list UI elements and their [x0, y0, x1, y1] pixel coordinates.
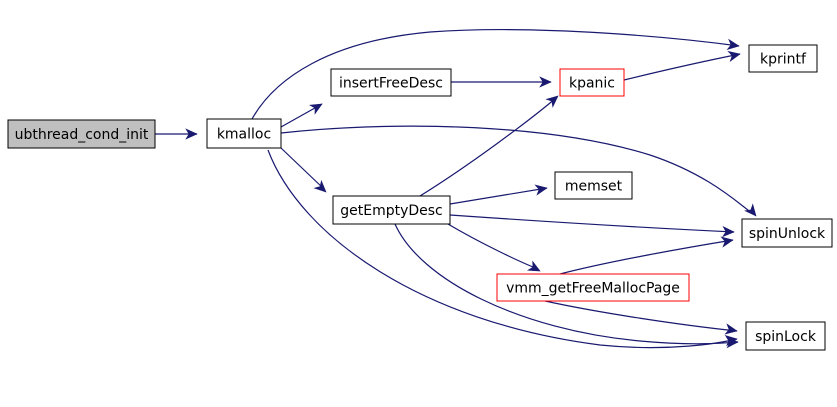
node-box-spinUnlock[interactable] — [741, 218, 833, 248]
arrowhead-icon — [308, 103, 323, 115]
edges-layer — [155, 29, 753, 349]
arrowheads-layer — [185, 38, 757, 349]
edge-kmalloc-to-spinLock — [267, 149, 738, 349]
node-box-kpanic[interactable] — [559, 68, 625, 97]
edge-getEmptyDesc-to-spinUnlock — [449, 214, 735, 233]
arrowhead-icon — [727, 50, 741, 62]
node-spinLock[interactable]: spinLock — [745, 321, 826, 351]
arrowhead-icon — [720, 236, 734, 248]
edge-getEmptyDesc-to-kpanic — [419, 97, 557, 197]
node-kpanic[interactable]: kpanic — [559, 68, 625, 97]
node-label-ubthread_cond_init: ubthread_cond_init — [15, 127, 149, 143]
node-kmalloc[interactable]: kmalloc — [206, 118, 282, 149]
arrowhead-icon — [722, 225, 735, 238]
node-getEmptyDesc[interactable]: getEmptyDesc — [332, 195, 451, 225]
nodes-layer: ubthread_cond_init kmalloc insertFreeDesc g… — [7, 44, 833, 351]
edge-getEmptyDesc-to-vmm_getFreeMallocPage — [447, 223, 539, 270]
node-box-kmalloc[interactable] — [206, 118, 282, 149]
node-vmm_getFreeMallocPage[interactable]: vmm_getFreeMallocPage — [496, 273, 690, 302]
edge-kpanic-to-kprintf — [623, 53, 741, 81]
arrowhead-icon — [185, 128, 198, 140]
node-label-insertFreeDesc: insertFreeDesc — [339, 76, 443, 92]
node-label-spinUnlock: spinUnlock — [749, 226, 826, 242]
arrowhead-icon — [725, 336, 739, 349]
node-label-getEmptyDesc: getEmptyDesc — [340, 203, 443, 219]
edge-kmalloc-to-spinUnlock — [280, 125, 753, 214]
arrowhead-icon — [539, 76, 552, 88]
node-box-insertFreeDesc[interactable] — [330, 68, 452, 97]
arrowhead-icon — [526, 260, 541, 272]
node-label-kpanic: kpanic — [569, 76, 615, 92]
node-insertFreeDesc[interactable]: insertFreeDesc — [330, 68, 452, 97]
node-spinUnlock[interactable]: spinUnlock — [741, 218, 833, 248]
edge-getEmptyDesc-to-spinLock — [394, 223, 739, 345]
edge-vmm_getFreeMallocPage-to-spinLock — [544, 300, 738, 332]
arrowhead-icon — [545, 95, 559, 108]
node-memset[interactable]: memset — [554, 171, 633, 200]
edge-vmm_getFreeMallocPage-to-spinUnlock — [559, 239, 734, 275]
arrowhead-icon — [724, 323, 738, 335]
edge-getEmptyDesc-to-memset — [449, 187, 548, 205]
arrowhead-icon — [744, 203, 757, 217]
node-label-memset: memset — [565, 179, 623, 195]
arrowhead-icon — [534, 184, 548, 196]
node-label-spinLock: spinLock — [755, 329, 817, 345]
node-label-kprintf: kprintf — [760, 52, 807, 68]
node-box-memset[interactable] — [554, 171, 633, 200]
node-box-kprintf[interactable] — [748, 44, 818, 73]
node-label-vmm_getFreeMallocPage: vmm_getFreeMallocPage — [506, 281, 680, 297]
edge-kmalloc-to-getEmptyDesc — [280, 147, 325, 190]
node-label-kmalloc: kmalloc — [217, 127, 271, 143]
node-box-getEmptyDesc[interactable] — [332, 195, 451, 225]
node-ubthread_cond_init[interactable]: ubthread_cond_init — [7, 119, 156, 149]
arrowhead-icon — [726, 38, 740, 50]
node-kprintf[interactable]: kprintf — [748, 44, 818, 73]
node-box-spinLock[interactable] — [745, 321, 826, 351]
node-box-ubthread_cond_init[interactable] — [7, 119, 156, 149]
node-box-vmm_getFreeMallocPage[interactable] — [496, 273, 690, 302]
arrowhead-icon — [313, 179, 327, 193]
edge-kmalloc-to-kprintf — [251, 29, 740, 120]
